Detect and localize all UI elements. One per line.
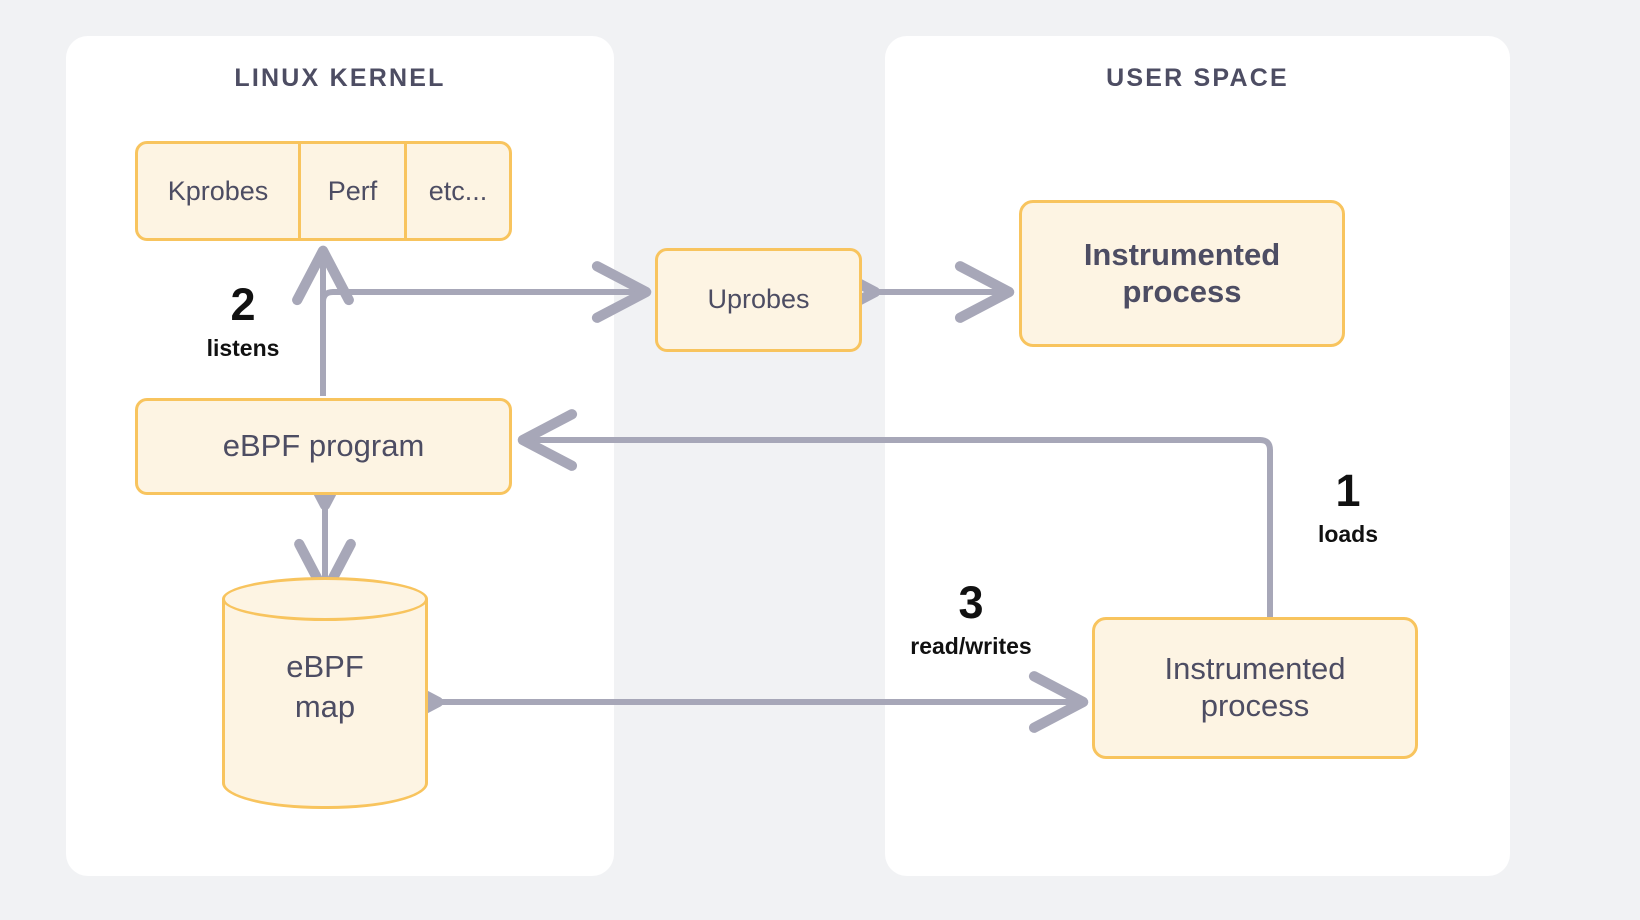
node-uprobes[interactable]: Uprobes <box>655 248 862 352</box>
node-instrumented-process-bottom-line2: process <box>1200 688 1310 723</box>
node-ebpf-map-label-line2: map <box>294 689 356 725</box>
node-perf[interactable]: Perf <box>298 144 404 238</box>
node-instrumented-process-top-label: Instrumented process <box>1084 237 1280 310</box>
node-instrumented-process-top[interactable]: Instrumented process <box>1019 200 1345 347</box>
node-instrumented-process-top-line1: Instrumented <box>1083 236 1281 272</box>
node-etc[interactable]: etc... <box>404 144 509 238</box>
node-ebpf-map-label-line1: eBPF <box>286 649 364 684</box>
node-instrumented-process-bottom-label: Instrumented process <box>1165 651 1346 724</box>
step-number-3: 3 <box>958 577 984 628</box>
cylinder-top-ellipse-shape <box>222 577 428 621</box>
panel-title-user-space: USER SPACE <box>1106 64 1289 92</box>
node-instrumented-process-top-line2: process <box>1122 273 1242 309</box>
node-probes-strip[interactable]: Kprobes Perf etc... <box>135 141 512 241</box>
node-instrumented-process-bottom-line1: Instrumented <box>1164 651 1346 687</box>
step-caption-loads: loads <box>1317 521 1379 547</box>
step-number-2: 2 <box>230 279 256 330</box>
step-label-3: 3 read/writes <box>878 580 1064 658</box>
step-label-2: 2 listens <box>178 282 308 360</box>
node-ebpf-program[interactable]: eBPF program <box>135 398 512 495</box>
cylinder-body-shape <box>222 599 428 809</box>
node-ebpf-map-label: eBPF map <box>222 647 428 728</box>
panel-title-linux-kernel: LINUX KERNEL <box>234 64 446 92</box>
step-label-1: 1 loads <box>1288 468 1408 546</box>
step-caption-listens: listens <box>206 335 280 361</box>
node-ebpf-map[interactable]: eBPF map <box>222 577 428 809</box>
node-kprobes[interactable]: Kprobes <box>167 175 269 206</box>
step-caption-read-writes: read/writes <box>910 633 1032 659</box>
node-instrumented-process-bottom[interactable]: Instrumented process <box>1092 617 1418 759</box>
step-number-1: 1 <box>1335 465 1361 516</box>
